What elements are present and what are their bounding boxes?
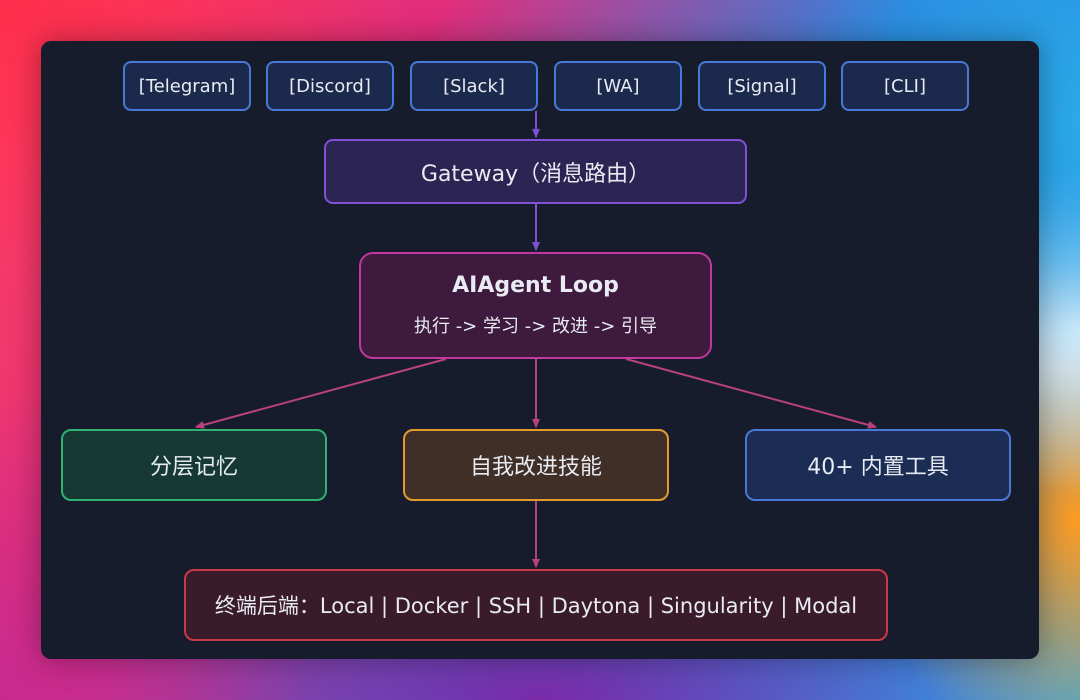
memory-node: 分层记忆 bbox=[61, 429, 327, 501]
agent-loop-title: AIAgent Loop bbox=[452, 273, 619, 298]
diagram-panel: [Telegram] [Discord] [Slack] [WA] [Signa… bbox=[41, 41, 1039, 659]
gateway-node: Gateway（消息路由） bbox=[324, 139, 747, 204]
terminal-backend-node: 终端后端：Local | Docker | SSH | Daytona | Si… bbox=[184, 569, 888, 641]
agent-loop-node: AIAgent Loop 执行 -> 学习 -> 改进 -> 引导 bbox=[359, 252, 712, 359]
source-telegram: [Telegram] bbox=[123, 61, 251, 111]
source-wa: [WA] bbox=[554, 61, 682, 111]
agent-loop-subtitle: 执行 -> 学习 -> 改进 -> 引导 bbox=[413, 316, 658, 337]
arrow-agent-to-memory bbox=[195, 358, 447, 429]
tools-node: 40+ 内置工具 bbox=[745, 429, 1011, 501]
source-signal: [Signal] bbox=[698, 61, 826, 111]
skills-node: 自我改进技能 bbox=[403, 429, 669, 501]
source-cli: [CLI] bbox=[841, 61, 969, 111]
connector-arrows bbox=[195, 111, 877, 568]
source-discord: [Discord] bbox=[266, 61, 394, 111]
source-slack: [Slack] bbox=[410, 61, 538, 111]
arrow-agent-to-tools bbox=[625, 358, 877, 429]
